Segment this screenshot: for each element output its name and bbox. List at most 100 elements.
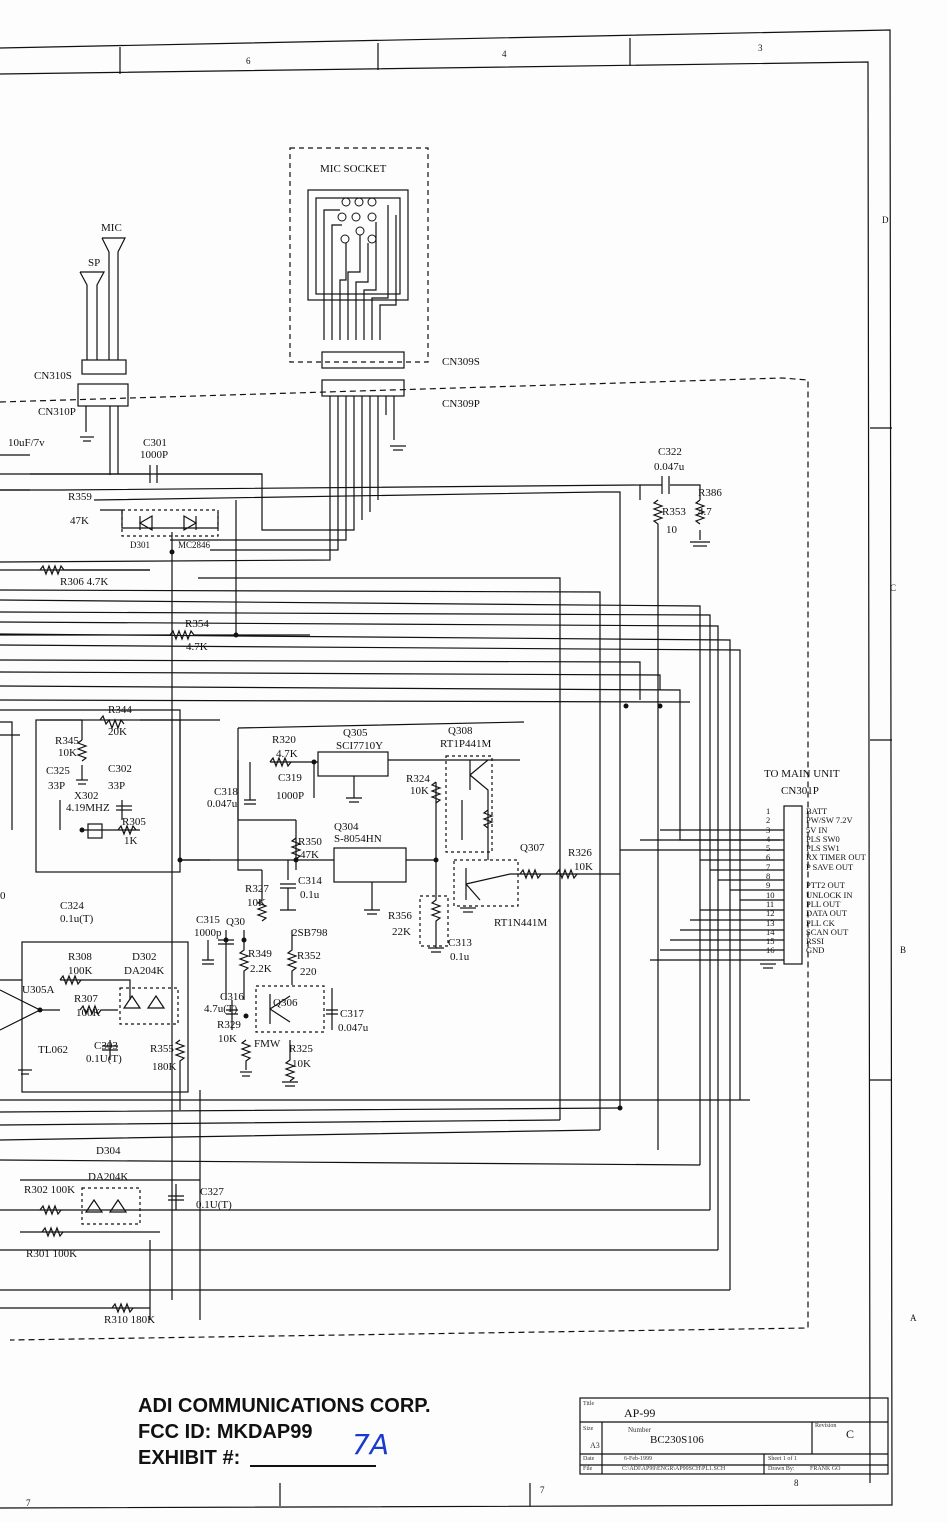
c313-value: 0.1u [450, 951, 470, 963]
c325-value: 33P [48, 780, 66, 792]
pin-number: 5 [766, 843, 771, 854]
q305-value: SCI7710Y [336, 740, 384, 752]
cn310p-label: CN310P [38, 406, 76, 418]
revision-header: Revision [815, 1423, 837, 1429]
pin-name: PTT2 OUT [806, 880, 845, 891]
pin-number: 13 [766, 917, 775, 928]
r344-label: R344 [108, 704, 132, 716]
r310-label: R310 180K [104, 1314, 156, 1326]
da204k-label: DA204K [88, 1171, 129, 1183]
r359-label: R359 [68, 491, 92, 503]
zone-label: 7 [540, 1485, 545, 1495]
title-header: Title [583, 1401, 595, 1407]
rt1n441m-label: RT1N441M [494, 917, 548, 929]
zone-label: 4 [502, 49, 507, 59]
pin-number: 14 [766, 926, 775, 937]
r302-label: R302 100K [24, 1184, 76, 1196]
q30-label: Q30 [226, 916, 245, 928]
r355-label: R355 [150, 1043, 174, 1055]
company-name: ADI COMMUNICATIONS CORP. [138, 1395, 431, 1417]
q308-label: Q308 [448, 725, 473, 737]
pin-name: GND [806, 945, 825, 956]
pin-name: PLS SW1 [806, 843, 840, 854]
sp-label: SP [88, 257, 101, 269]
zone-label: C [890, 583, 897, 593]
r329-value: 10K [218, 1033, 237, 1045]
sb798-label: 2SB798 [292, 927, 328, 939]
d304-label: D304 [96, 1145, 121, 1157]
r386-value: 4.7 [698, 506, 712, 518]
pin-name: PLL OUT [806, 898, 841, 909]
zone-label: B [900, 945, 907, 955]
number-header: Number [628, 1426, 651, 1434]
c319-label: C319 [278, 772, 302, 784]
zone-label: D [882, 215, 889, 225]
c303-label: C303 [94, 1040, 118, 1052]
r306-label: R306 4.7K [60, 576, 109, 588]
c316-label: C316 [220, 991, 244, 1003]
q305-label: Q305 [343, 727, 368, 739]
r329-label: R329 [217, 1019, 241, 1031]
r352-label: R352 [297, 950, 321, 962]
r326-value: 10K [574, 861, 593, 873]
r326-label: R326 [568, 847, 592, 859]
edge-label: 0 [0, 890, 6, 902]
c324-value: 0.1u(T) [60, 913, 94, 925]
c314-value: 0.1u [300, 889, 320, 901]
pin-number: 4 [766, 833, 771, 844]
c319-value: 1000P [276, 790, 305, 802]
pin-name: RSSI [806, 936, 824, 947]
exhibit-label: EXHIBIT #: [138, 1447, 241, 1469]
c301-value: 1000P [140, 449, 169, 461]
r327-value: 10K [247, 897, 266, 909]
pin-number: 1 [766, 806, 771, 816]
pin-name: RX TIMER OUT [806, 852, 866, 863]
c315-value: 1000p [194, 927, 222, 939]
date-header: Date [583, 1456, 595, 1462]
r359-value: 47K [70, 515, 89, 527]
revision: C [846, 1427, 855, 1441]
c302-value: 33P [108, 780, 126, 792]
c324-label: C324 [60, 900, 84, 912]
cn309p-label: CN309P [442, 398, 480, 410]
r349-value: 2.2K [250, 963, 272, 975]
r325-label: R325 [289, 1043, 313, 1055]
r320-value: 4.7K [276, 748, 298, 760]
exhibit-stamp: ADI COMMUNICATIONS CORP. FCC ID: MKDAP99… [138, 1393, 431, 1471]
pin-number: 6 [766, 852, 771, 863]
x302-label: X302 [74, 790, 99, 802]
c317-label: C317 [340, 1008, 364, 1020]
pin-name: UNLOCK IN [806, 889, 853, 900]
exhibit-number: 7A [352, 1428, 389, 1461]
cn301p-pin-numbers: 1 2 3 4 5 6 7 8 9 10 11 12 13 14 15 16 [766, 806, 775, 956]
d301-label: D301 [130, 540, 150, 550]
zone-label: 6 [246, 56, 251, 66]
zone-label: 7 [26, 1498, 31, 1508]
r345-label: R345 [55, 735, 79, 747]
cn310s-label: CN310S [34, 370, 72, 382]
d302-label: D302 [132, 951, 157, 963]
pin-name: P SAVE OUT [806, 861, 854, 872]
r308-label: R308 [68, 951, 92, 963]
pin-number: 15 [766, 936, 775, 947]
size-header: Size [583, 1426, 594, 1432]
c322-value: 0.047u [654, 461, 685, 473]
c301-label: C301 [143, 437, 167, 449]
zone-label: 3 [758, 43, 763, 53]
r352-value: 220 [300, 966, 317, 978]
cn301p-pin-names: BATT PW/SW 7.2V 5V IN PLS SW0 PLS SW1 RX… [806, 806, 866, 956]
r327-label: R327 [245, 883, 269, 895]
c318-value: 0.047u [207, 798, 238, 810]
d302-value: DA204K [124, 965, 165, 977]
cn309s-label: CN309S [442, 356, 480, 368]
drawing-number: BC230S106 [650, 1434, 704, 1446]
r305-label: R305 [122, 816, 146, 828]
r344-value: 20K [108, 726, 127, 738]
drawn-by-label: Drawn By: [768, 1466, 795, 1472]
mic-label: MIC [101, 222, 122, 234]
pin-name: DATA OUT [806, 908, 848, 919]
r354-label: R354 [185, 618, 209, 630]
r350-value: 47K [300, 849, 319, 861]
fmw-label: FMW [254, 1038, 281, 1050]
